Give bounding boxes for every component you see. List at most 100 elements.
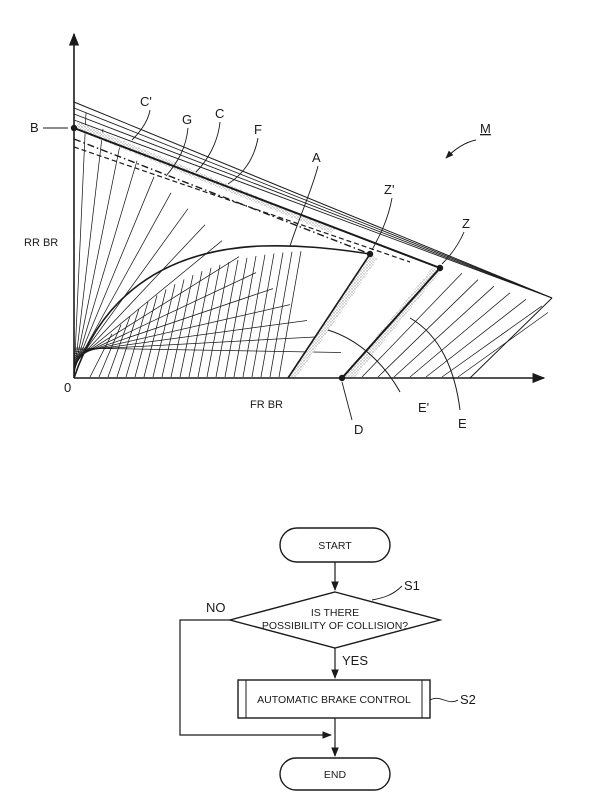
hatch-line [73, 240, 223, 363]
label-g: G [182, 112, 192, 127]
end-text: END [324, 769, 347, 781]
leader-d [341, 381, 353, 421]
end-terminal [279, 757, 391, 791]
hatch-line [125, 301, 149, 378]
process-text: AUTOMATIC BRAKE CONTROL [257, 694, 411, 706]
point-d [338, 374, 346, 382]
leader-z [441, 231, 465, 265]
point-z [436, 264, 444, 272]
figure-label-m: M [480, 121, 491, 136]
hatch-line [278, 251, 302, 378]
hatch-line [73, 112, 87, 379]
line-b [73, 127, 441, 269]
hatch-line [73, 144, 121, 375]
hatch-line [73, 176, 155, 371]
hatch-line [73, 256, 240, 361]
curve-a [73, 245, 371, 379]
leader-m-arrow [445, 139, 477, 159]
no-label: NO [206, 600, 226, 615]
decision-text-line2: POSSIBILITY OF COLLISION? [262, 620, 408, 632]
leader-s1 [371, 585, 403, 601]
hatch-line [134, 295, 158, 378]
no-branch-line [179, 619, 332, 739]
hatch-line [89, 333, 113, 378]
right-edge [469, 297, 553, 379]
x-axis-label: FR BR [250, 399, 283, 411]
label-c-prime: C' [140, 94, 152, 109]
hatch-line [188, 267, 212, 378]
leader-f [227, 137, 259, 185]
top-line-3 [73, 113, 553, 299]
hatch-line [251, 253, 275, 378]
leader-g [165, 127, 189, 177]
y-axis-label: RR BR [24, 237, 58, 249]
line-z-to-d [341, 267, 441, 379]
start-text: START [318, 540, 352, 552]
hatch-line [215, 259, 239, 378]
hatch-line [425, 299, 527, 378]
hatch-line [73, 208, 189, 367]
arc-e-prime [327, 329, 401, 393]
label-z-prime: Z' [384, 182, 394, 197]
point-b [70, 124, 78, 132]
line-g [73, 146, 411, 263]
origin-label: 0 [64, 380, 71, 395]
hatch-line [73, 272, 257, 359]
hatch-line [361, 272, 463, 378]
hatch-line [73, 288, 274, 357]
hatch-line [73, 320, 308, 353]
hatch-line [197, 264, 221, 378]
hatch-line [73, 160, 138, 373]
hatch-line [143, 289, 167, 378]
hatch-line [393, 285, 495, 378]
brake-force-distribution-graph: B C' G C F A Z' Z D E' E M RR BR FR BR 0 [24, 32, 553, 437]
yes-label: YES [342, 653, 368, 668]
hatch-line [269, 251, 293, 378]
hatch-line [260, 252, 284, 378]
hatch-line [242, 254, 266, 378]
dome-hatch-lines [89, 251, 302, 378]
hatch-line [73, 304, 291, 355]
label-c: C [215, 106, 224, 121]
band-e-prime [287, 254, 378, 378]
leader-z-prime [371, 197, 393, 251]
hatch-line [73, 128, 104, 377]
hatch-line [377, 279, 479, 378]
hatch-line [441, 305, 543, 378]
right-region-hatch-lines [361, 272, 549, 378]
hatch-line [224, 257, 248, 378]
leader-c-prime [131, 109, 151, 141]
leader-s2 [429, 697, 459, 703]
hatch-line [73, 192, 172, 369]
hatch-line [152, 284, 176, 378]
hatch-line [206, 262, 230, 378]
hatch-line [161, 279, 185, 378]
point-z-prime [366, 250, 374, 258]
top-line-2 [73, 107, 553, 299]
top-line-1 [73, 101, 553, 299]
hatch-line [73, 336, 325, 351]
hatch-line [116, 308, 140, 378]
line-c-prime [73, 138, 371, 255]
step-label-s2: S2 [460, 692, 476, 707]
label-e-prime: E' [418, 400, 429, 415]
leader-c [195, 121, 221, 173]
hatch-line [457, 312, 549, 378]
hatch-line [179, 271, 203, 378]
flowchart: START IS THERE POSSIBILITY OF COLLISION?… [179, 527, 476, 791]
line-z-prime-to-base [287, 253, 371, 379]
hatch-line [170, 275, 194, 378]
hatch-line [73, 224, 206, 365]
step-label-s1: S1 [404, 578, 420, 593]
hatch-line [107, 316, 131, 378]
top-line-4 [73, 119, 553, 299]
hatch-line [73, 347, 342, 353]
hatch-line [233, 256, 257, 378]
arc-e [409, 317, 461, 411]
decision-text-line1: IS THERE [311, 607, 359, 619]
fan-hatch-lines [73, 112, 342, 379]
label-e: E [458, 416, 467, 431]
label-b: B [30, 120, 39, 135]
leader-a [289, 165, 319, 247]
